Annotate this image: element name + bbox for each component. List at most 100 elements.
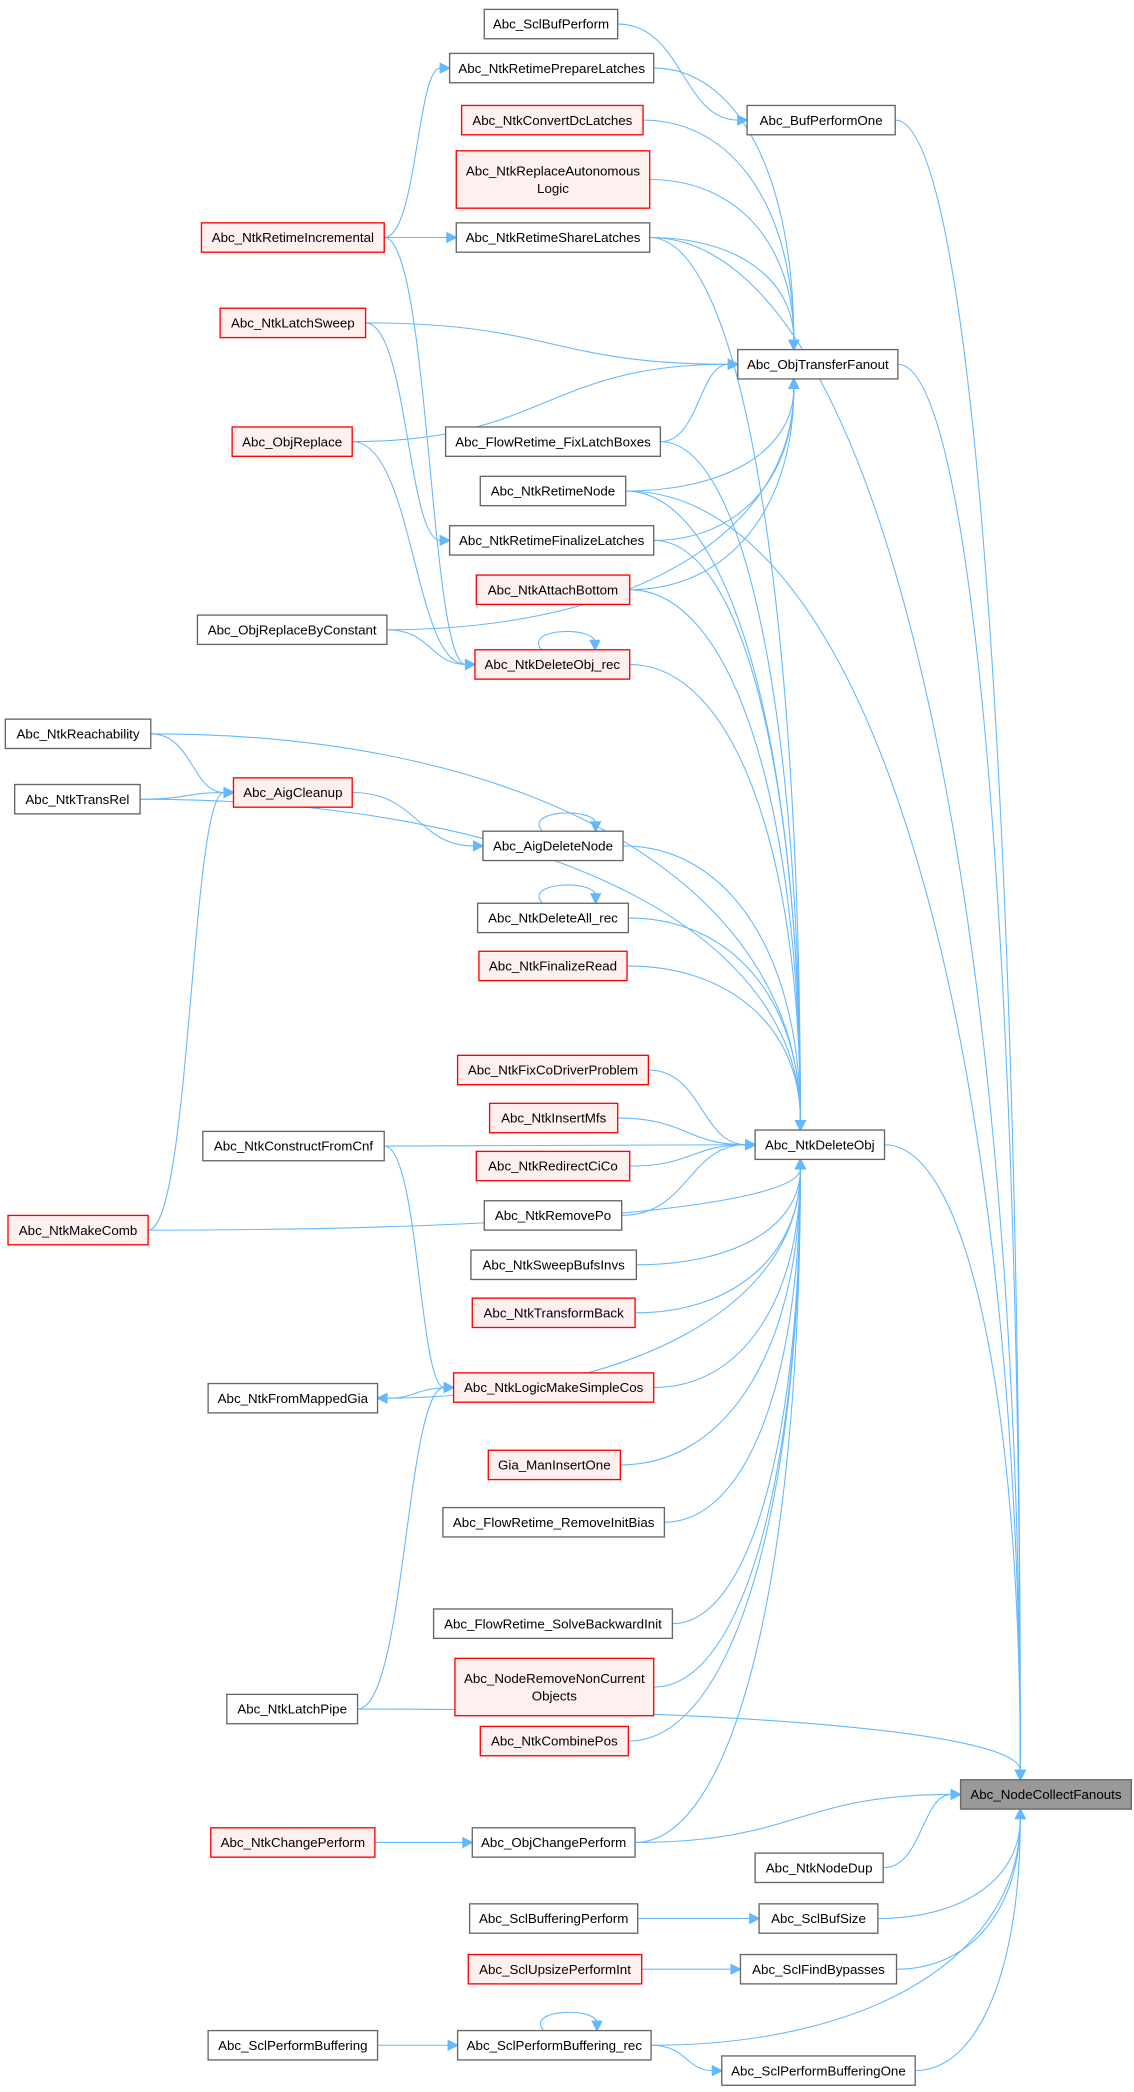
graph-node[interactable]: Abc_NtkAttachBottom [475, 574, 631, 606]
graph-node[interactable]: Gia_ManInsertOne [487, 1449, 622, 1481]
graph-nodes: Abc_SclBufPerformAbc_NtkRetimePrepareLat… [4, 8, 1132, 2086]
graph-node[interactable]: Abc_ObjChangePerform [471, 1827, 636, 1858]
graph-node[interactable]: Abc_SclPerformBuffering [207, 2029, 379, 2061]
graph-node[interactable]: Abc_FlowRetime_SolveBackwardInit [432, 1608, 674, 1640]
node-box [739, 1953, 898, 1985]
graph-node[interactable]: Abc_NtkRemovePo [483, 1200, 623, 1231]
graph-node[interactable]: Abc_SclBufferingPerform [468, 1903, 639, 1934]
graph-node[interactable]: Abc_BufPerformOne [746, 104, 896, 136]
graph-node[interactable]: Abc_SclPerformBuffering_rec [456, 2029, 652, 2061]
graph-node[interactable]: Abc_SclBufPerform [483, 8, 619, 40]
node-box [468, 1903, 639, 1934]
edge-line [649, 236, 795, 341]
node-box [432, 1608, 674, 1640]
graph-node[interactable]: Abc_NtkFixCoDriverProblem [456, 1054, 650, 1086]
node-label: Abc_NtkNodeDup [766, 1860, 873, 1875]
graph-node[interactable]: Abc_ObjReplaceByConstant [196, 614, 388, 646]
arrowhead-icon [745, 1138, 757, 1151]
node-label: Abc_NtkConstructFromCnf [214, 1139, 374, 1154]
edge-line [384, 1145, 445, 1389]
graph-node[interactable]: Abc_NtkSweepBufsInvs [470, 1249, 638, 1281]
edge-line [538, 630, 596, 651]
graph-node[interactable]: Abc_NtkRetimePrepareLatches [448, 52, 655, 84]
call-edge [374, 1836, 474, 1849]
arrowhead-icon [589, 639, 601, 652]
call-edge [538, 630, 601, 652]
graph-node[interactable]: Abc_FlowRetime_FixLatchBoxes [444, 426, 662, 457]
graph-node[interactable]: Abc_ObjTransferFanout [737, 348, 899, 380]
node-label: Abc_FlowRetime_SolveBackwardInit [444, 1616, 662, 1631]
graph-node[interactable]: Abc_NtkReachability [4, 718, 152, 750]
node-box [746, 104, 896, 136]
graph-node[interactable]: Abc_NtkInsertMfs [488, 1102, 619, 1134]
graph-node[interactable]: Abc_AigDeleteNode [482, 830, 624, 862]
graph-node[interactable]: Abc_NtkFromMappedGia [207, 1382, 379, 1414]
graph-node[interactable]: Abc_NtkTransformBack [471, 1297, 636, 1329]
node-label: Abc_SclBufSize [771, 1911, 866, 1926]
graph-node[interactable]: Abc_SclUpsizePerformInt [467, 1953, 643, 1985]
graph-node[interactable]: Abc_NtkRetimeNode [479, 475, 627, 507]
call-edge [629, 377, 800, 591]
edge-line [617, 23, 738, 121]
graph-node[interactable]: Abc_NtkDeleteObj_rec [474, 649, 631, 680]
call-edge [623, 845, 807, 1132]
graph-node[interactable]: Abc_NtkConstructFromCnf [202, 1130, 385, 1162]
node-box [455, 222, 651, 253]
node-box [232, 777, 353, 808]
graph-node[interactable]: Abc_NtkLatchSweep [219, 307, 367, 339]
node-label: Abc_ObjChangePerform [481, 1835, 626, 1850]
arrowhead-icon [788, 339, 800, 352]
edge-line [651, 1818, 1021, 2046]
graph-node[interactable]: Abc_SclPerformBufferingOne [721, 2055, 916, 2086]
call-edge [653, 377, 800, 541]
graph-node[interactable]: Abc_NtkCombinePos [479, 1725, 630, 1757]
node-label: Logic [537, 181, 569, 196]
edge-line [538, 884, 597, 904]
call-edge [660, 441, 807, 1132]
node-box [475, 574, 631, 606]
call-edge [653, 539, 807, 1132]
graph-node[interactable]: Abc_NtkNodeDup [754, 1852, 884, 1884]
edge-line [147, 791, 225, 1231]
arrowhead-icon [589, 821, 602, 833]
graph-node[interactable]: Abc_NtkLogicMakeSimpleCos [452, 1372, 655, 1403]
graph-node[interactable]: Abc_AigCleanup [232, 777, 353, 808]
edge-line [635, 1168, 801, 1314]
graph-node[interactable]: Abc_ObjReplace [231, 426, 353, 457]
graph-node[interactable]: Abc_NtkDeleteObj [754, 1129, 886, 1161]
graph-node[interactable]: Abc_NtkFinalizeRead [478, 950, 628, 982]
graph-node[interactable]: Abc_NtkRedirectCiCo [475, 1150, 631, 1182]
graph-node[interactable]: Abc_NtkRetimeIncremental [200, 222, 385, 253]
edge-line [625, 388, 795, 492]
edge-line [540, 2011, 598, 2031]
node-label: Abc_AigCleanup [243, 785, 342, 800]
graph-node[interactable]: Abc_NtkRetimeShareLatches [455, 222, 651, 253]
arrowhead-icon [589, 893, 602, 905]
graph-node[interactable]: Abc_NtkConvertDcLatches [460, 104, 644, 136]
call-edge [538, 812, 602, 833]
node-label: Abc_SclFindBypasses [752, 1962, 885, 1977]
graph-node[interactable]: Abc_SclBufSize [758, 1903, 879, 1934]
graph-node[interactable]: Abc_NtkTransRel [14, 783, 141, 815]
graph-node[interactable]: Abc_NtkDeleteAll_rec [476, 902, 630, 934]
edge-line [538, 812, 597, 832]
graph-node[interactable]: Abc_FlowRetime_RemoveInitBias [442, 1506, 666, 1538]
node-box [483, 8, 619, 40]
node-label: Abc_NtkRedirectCiCo [488, 1159, 618, 1174]
node-box [471, 1297, 636, 1329]
graph-node[interactable]: Abc_SclFindBypasses [739, 1953, 898, 1985]
graph-node[interactable]: Abc_NodeCollectFanouts [959, 1779, 1132, 1810]
node-label: Abc_NtkMakeComb [19, 1223, 138, 1238]
edge-line [357, 1387, 445, 1710]
call-edge [625, 490, 807, 1132]
graph-node[interactable]: Abc_NtkLatchPipe [226, 1693, 359, 1725]
edge-line [649, 236, 801, 1121]
graph-node[interactable]: Abc_NtkChangePerform [210, 1827, 376, 1858]
graph-node[interactable]: Abc_NtkRetimeFinalizeLatches [448, 525, 655, 556]
call-edge [538, 884, 602, 905]
edge-line [628, 917, 801, 1121]
graph-node[interactable]: Abc_NtkMakeComb [7, 1214, 149, 1246]
call-edge [884, 1144, 1027, 1782]
